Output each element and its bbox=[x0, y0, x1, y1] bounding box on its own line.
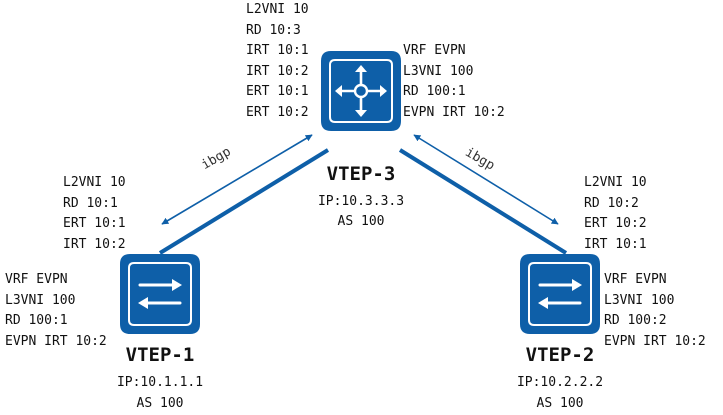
vtep2-as: AS 100 bbox=[536, 396, 584, 411]
config-line: EVPN IRT 10:2 bbox=[604, 333, 706, 349]
link-vtep3-vtep1 bbox=[158, 148, 330, 255]
config-line: EVPN IRT 10:2 bbox=[5, 333, 107, 349]
config-line: RD 10:2 bbox=[584, 195, 639, 211]
config-line: L2VNI 10 bbox=[63, 175, 126, 190]
config-line: ERT 10:2 bbox=[584, 216, 647, 231]
config-line: L2VNI 10 bbox=[246, 2, 309, 17]
vtep1-name: VTEP-1 bbox=[125, 344, 195, 366]
vtep3-ip: IP:10.3.3.3 bbox=[317, 194, 405, 209]
config-line: RD 10:1 bbox=[63, 195, 118, 211]
config-line: VRF EVPN bbox=[5, 272, 68, 287]
ibgp-session-left bbox=[161, 134, 313, 225]
config-line: IRT 10:1 bbox=[584, 236, 647, 252]
config-line: IRT 10:2 bbox=[246, 63, 309, 79]
config-line: RD 100:2 bbox=[604, 313, 667, 328]
config-line: IRT 10:1 bbox=[246, 43, 309, 58]
config-line: VRF EVPN bbox=[403, 43, 466, 58]
switch-icon[interactable] bbox=[120, 254, 200, 334]
config-line: ERT 10:1 bbox=[63, 216, 126, 231]
config-line: ERT 10:1 bbox=[246, 84, 309, 99]
config-line: L3VNI 100 bbox=[5, 292, 76, 308]
config-line: RD 10:3 bbox=[246, 22, 301, 38]
config-line: RD 100:1 bbox=[5, 313, 68, 328]
config-line: L2VNI 10 bbox=[584, 175, 647, 190]
vtep3-as: AS 100 bbox=[337, 214, 385, 229]
vtep2-name: VTEP-2 bbox=[525, 344, 595, 366]
config-line: EVPN IRT 10:2 bbox=[403, 104, 505, 120]
config-line: L3VNI 100 bbox=[403, 63, 474, 79]
config-line: IRT 10:2 bbox=[63, 236, 126, 252]
switch-icon[interactable] bbox=[520, 254, 600, 334]
ibgp-session-right bbox=[413, 134, 559, 225]
router-icon[interactable] bbox=[321, 51, 401, 131]
config-line: L3VNI 100 bbox=[604, 292, 675, 308]
config-line: ERT 10:2 bbox=[246, 104, 309, 120]
vtep1-as: AS 100 bbox=[136, 396, 184, 411]
vtep3-name: VTEP-3 bbox=[326, 163, 396, 185]
config-line: VRF EVPN bbox=[604, 272, 667, 287]
vtep2-ip: IP:10.2.2.2 bbox=[516, 375, 604, 390]
config-line: RD 100:1 bbox=[403, 84, 466, 99]
vtep1-ip: IP:10.1.1.1 bbox=[116, 375, 204, 390]
